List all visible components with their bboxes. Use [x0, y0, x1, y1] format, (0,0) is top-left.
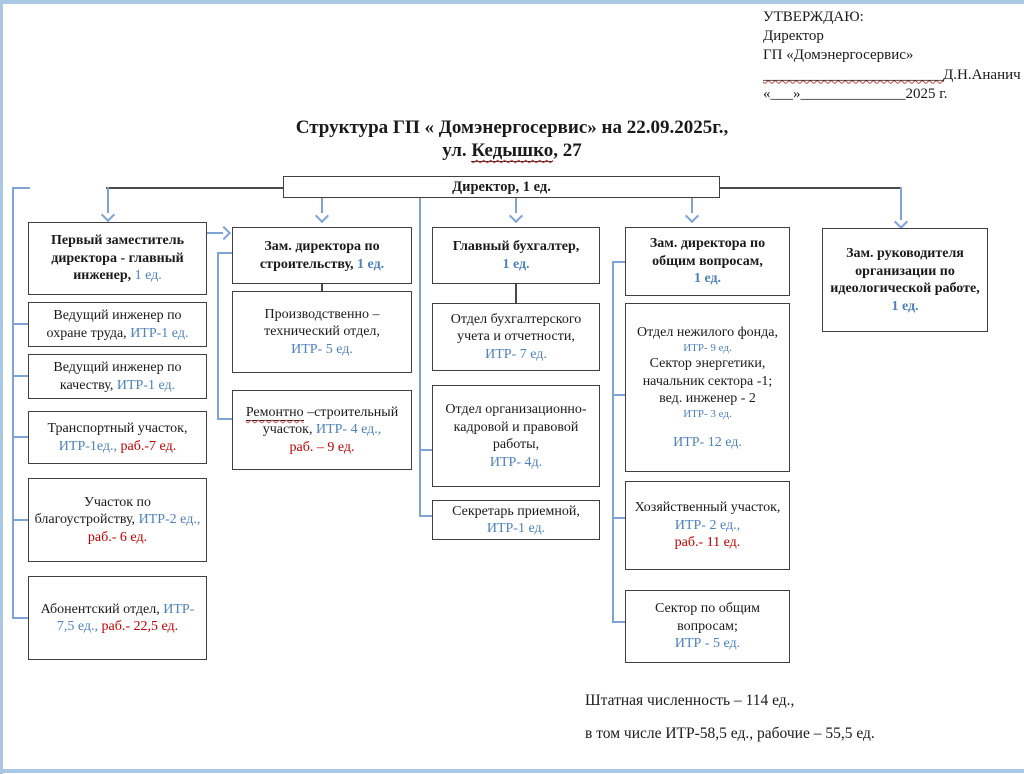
- slide-frame-left: [0, 0, 3, 774]
- box-subscriber-dept: Абонентский отдел, ИТР- 7,5 ед., раб.- 2…: [28, 576, 207, 660]
- connector-col4-spine: [612, 261, 614, 623]
- connector-col3-stub2: [419, 515, 432, 517]
- signature-name: Д.Н.Ананич: [943, 66, 1021, 83]
- approval-company: ГП «Домэнергосервис»: [763, 47, 914, 64]
- arrow-right-icon: [216, 225, 232, 241]
- connector-col2-stub: [217, 418, 232, 420]
- connector-director-right: [720, 187, 902, 189]
- connector-col1-to-col2: [207, 232, 223, 234]
- connector-col2-spine: [217, 252, 219, 420]
- box-general-affairs-deputy: Зам. директора по общим вопросам, 1 ед.: [625, 227, 790, 296]
- approval-date-line: «___»______________2025 г.: [763, 85, 948, 102]
- box-secretary: Секретарь приемной, ИТР-1 ед.: [432, 500, 600, 540]
- box-landscaping-section: Участок по благоустройству, ИТР-2 ед., р…: [28, 478, 207, 562]
- page-title: Структура ГП « Домэнергосервис» на 22.09…: [212, 116, 812, 163]
- connector-col3-stub1: [419, 449, 432, 451]
- connector-drop-col5: [900, 187, 902, 220]
- connector-col4-stub2: [612, 517, 625, 519]
- box-household-section: Хозяйственный участок, ИТР- 2 ед., раб.-…: [625, 481, 790, 570]
- connector-col2-direct: [321, 284, 323, 292]
- box-chief-accountant: Главный бухгалтер, 1 ед.: [432, 227, 600, 284]
- box-production-tech-dept: Производственно – технический отдел, ИТР…: [232, 291, 412, 373]
- box-construction-deputy: Зам. директора по строительству, 1 ед.: [232, 227, 412, 284]
- connector-drop-col4: [691, 197, 693, 213]
- connector-director-left: [106, 187, 283, 189]
- slide-frame-bottom: [0, 769, 1024, 773]
- arrow-down-icon: [100, 207, 116, 223]
- connector-col1-stub5: [12, 617, 28, 619]
- connector-col4-stub1: [612, 394, 625, 396]
- underlined-word: Ремонтно: [245, 404, 304, 421]
- box-org-hr-legal-dept: Отдел организационно-кадровой и правовой…: [432, 385, 600, 487]
- connector-col1-spine-top: [12, 187, 30, 189]
- signature-blank: ________________________: [763, 66, 943, 83]
- connector-col3-spine: [419, 197, 421, 517]
- approval-signature-line: ________________________Д.Н.Ананич: [763, 66, 1021, 85]
- connector-col4-spine-top: [612, 261, 625, 263]
- connector-col4-stub3: [612, 621, 625, 623]
- box-ideology-deputy: Зам. руководителя организации по идеолог…: [822, 228, 988, 332]
- connector-drop-col3: [515, 197, 517, 213]
- connector-col1-stub2: [12, 375, 28, 377]
- connector-col1-stub1: [12, 323, 28, 325]
- connector-drop-col1: [107, 187, 109, 213]
- arrow-down-icon: [684, 208, 700, 224]
- slide-frame-top: [0, 0, 1024, 4]
- box-repair-construction-section: Ремонтно –строительный участок, ИТР- 4 е…: [232, 390, 412, 470]
- box-general-affairs-sector: Сектор по общим вопросам; ИТР - 5 ед.: [625, 590, 790, 663]
- arrow-down-icon: [508, 208, 524, 224]
- connector-col1-stub4: [12, 519, 28, 521]
- staff-total-line1: Штатная численность – 114 ед.,: [585, 692, 795, 709]
- connector-col1-spine: [12, 187, 14, 619]
- title-line2: ул. Кедышко, 27: [442, 140, 582, 163]
- approval-heading: УТВЕРЖДАЮ:: [763, 9, 864, 25]
- approval-position: Директор: [763, 28, 824, 45]
- street-name-underlined: Кедышко: [471, 140, 554, 163]
- connector-col2-spine-top: [217, 252, 232, 254]
- box-first-deputy: Первый заместитель директора - главный и…: [28, 222, 207, 295]
- box-safety-engineer: Ведущий инженер по охране труда, ИТР-1 е…: [28, 302, 207, 347]
- arrow-down-icon: [314, 208, 330, 224]
- connector-col3-direct: [515, 284, 517, 303]
- box-director: Директор, 1 ед.: [283, 176, 720, 198]
- title-line1: Структура ГП « Домэнергосервис» на 22.09…: [295, 117, 729, 138]
- connector-col1-stub3: [12, 436, 28, 438]
- arrow-down-icon: [893, 214, 909, 230]
- box-transport-section: Транспортный участок, ИТР-1ед., раб.-7 е…: [28, 411, 207, 464]
- box-nonresidential-fund-dept: Отдел нежилого фонда, ИТР- 9 ед. Сектор …: [625, 303, 790, 472]
- approval-block: УТВЕРЖДАЮ: Директор ГП «Домэнергосервис»…: [763, 8, 1021, 104]
- box-quality-engineer: Ведущий инженер по качеству, ИТР-1 ед.: [28, 354, 207, 399]
- staff-total-line2: в том числе ИТР-58,5 ед., рабочие – 55,5…: [585, 725, 875, 742]
- connector-drop-col2: [321, 197, 323, 213]
- box-accounting-dept: Отдел бухгалтерского учета и отчетности,…: [432, 303, 600, 371]
